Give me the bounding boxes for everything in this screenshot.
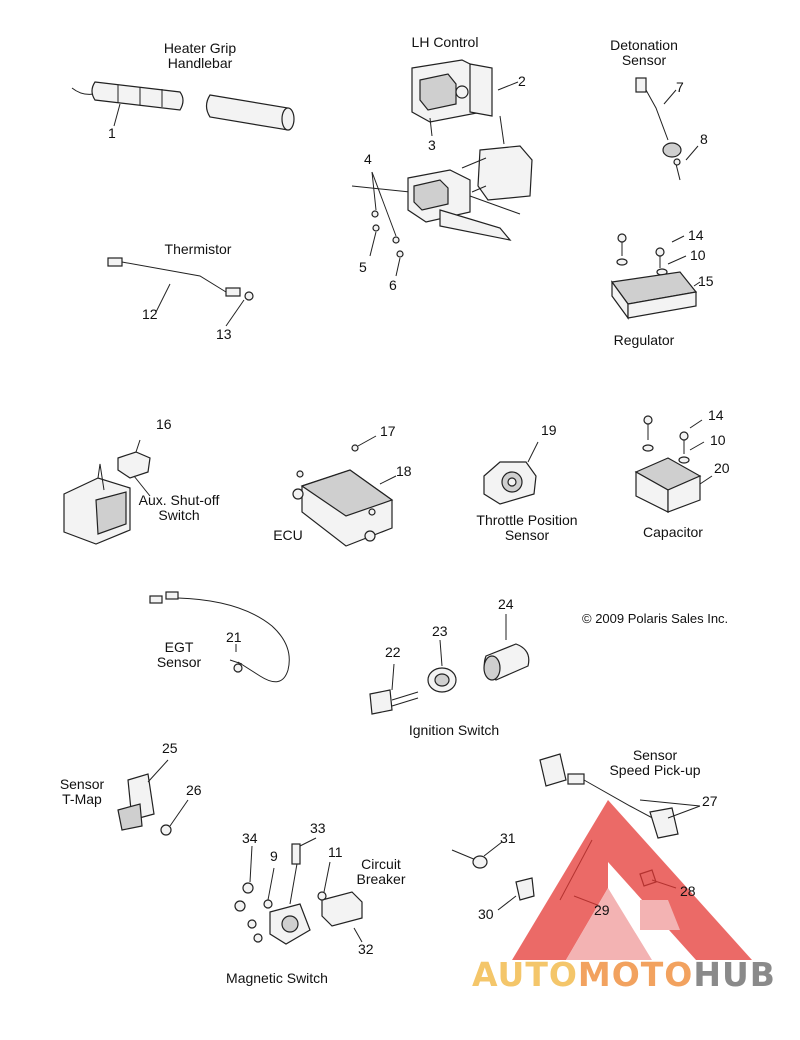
callout-14-regulator: 14 xyxy=(688,227,704,243)
detonation-sensor-part xyxy=(635,77,699,181)
watermark-text: AUTOMOTOHUB xyxy=(472,955,776,994)
throttle-position-sensor-part xyxy=(483,441,539,505)
callout-10-capacitor: 10 xyxy=(710,432,726,448)
thermistor-part xyxy=(107,257,254,327)
callout-17: 17 xyxy=(380,423,396,439)
callout-10-regulator: 10 xyxy=(690,247,706,263)
ignition-switch-part xyxy=(369,614,530,715)
lh-control-assembly xyxy=(351,115,533,277)
callout-11: 11 xyxy=(328,844,343,860)
callout-18: 18 xyxy=(396,463,412,479)
label-egt-sensor: EGT Sensor xyxy=(156,639,202,670)
callout-21: 21 xyxy=(226,629,242,645)
callout-1: 1 xyxy=(108,125,116,141)
callout-20: 20 xyxy=(714,460,730,476)
callout-33: 33 xyxy=(310,820,326,836)
callout-13: 13 xyxy=(216,326,232,342)
callout-19: 19 xyxy=(541,422,557,438)
callout-22: 22 xyxy=(385,644,401,660)
callout-26: 26 xyxy=(186,782,202,798)
callout-7: 7 xyxy=(676,79,684,95)
callout-16: 16 xyxy=(156,416,172,432)
callout-27: 27 xyxy=(702,793,718,809)
callout-5: 5 xyxy=(359,259,367,275)
callout-32: 32 xyxy=(358,941,374,957)
egt-sensor-part xyxy=(149,591,290,683)
callout-14-capacitor: 14 xyxy=(708,407,724,423)
label-magnetic-switch: Magnetic Switch xyxy=(226,970,328,986)
heater-grip-part xyxy=(71,81,295,131)
callout-23: 23 xyxy=(432,623,448,639)
regulator-part xyxy=(610,233,701,320)
label-ignition-switch: Ignition Switch xyxy=(408,722,500,738)
callout-12: 12 xyxy=(142,306,158,322)
watermark-logo xyxy=(512,800,752,960)
callout-2: 2 xyxy=(518,73,526,89)
label-throttle-position-sensor: Throttle Position Sensor xyxy=(476,512,578,543)
label-tmap-sensor: Sensor T-Map xyxy=(59,776,105,807)
label-aux-shutoff-switch: Aux. Shut-off Switch xyxy=(138,492,220,523)
callout-28: 28 xyxy=(680,883,696,899)
callout-31: 31 xyxy=(500,830,516,846)
callout-4: 4 xyxy=(364,151,372,167)
callout-30: 30 xyxy=(478,906,494,922)
aux-shutoff-switch-part xyxy=(63,439,151,545)
label-heater-grip: Heater Grip Handlebar xyxy=(163,40,237,71)
label-regulator: Regulator xyxy=(613,332,675,348)
capacitor-part xyxy=(634,415,713,513)
tmap-sensor-part xyxy=(117,759,189,836)
callout-29: 29 xyxy=(594,902,610,918)
callout-3: 3 xyxy=(428,137,436,153)
callout-15: 15 xyxy=(698,273,714,289)
label-detonation-sensor: Detonation Sensor xyxy=(610,37,678,68)
callout-25: 25 xyxy=(162,740,178,756)
callout-9: 9 xyxy=(270,848,278,864)
label-speed-pickup-sensor: Sensor Speed Pick-up xyxy=(609,747,701,778)
callout-8: 8 xyxy=(700,131,708,147)
lh-control-housing-top xyxy=(411,59,519,137)
label-lh-control: LH Control xyxy=(411,34,479,50)
callout-34: 34 xyxy=(242,830,258,846)
callout-24: 24 xyxy=(498,596,514,612)
copyright-notice: © 2009 Polaris Sales Inc. xyxy=(582,611,729,626)
magnetic-switch-part xyxy=(234,837,363,945)
label-ecu: ECU xyxy=(273,527,303,543)
label-thermistor: Thermistor xyxy=(164,241,232,257)
ecu-part xyxy=(292,435,397,547)
callout-6: 6 xyxy=(389,277,397,293)
label-circuit-breaker: Circuit Breaker xyxy=(356,856,406,887)
label-capacitor: Capacitor xyxy=(643,524,703,540)
